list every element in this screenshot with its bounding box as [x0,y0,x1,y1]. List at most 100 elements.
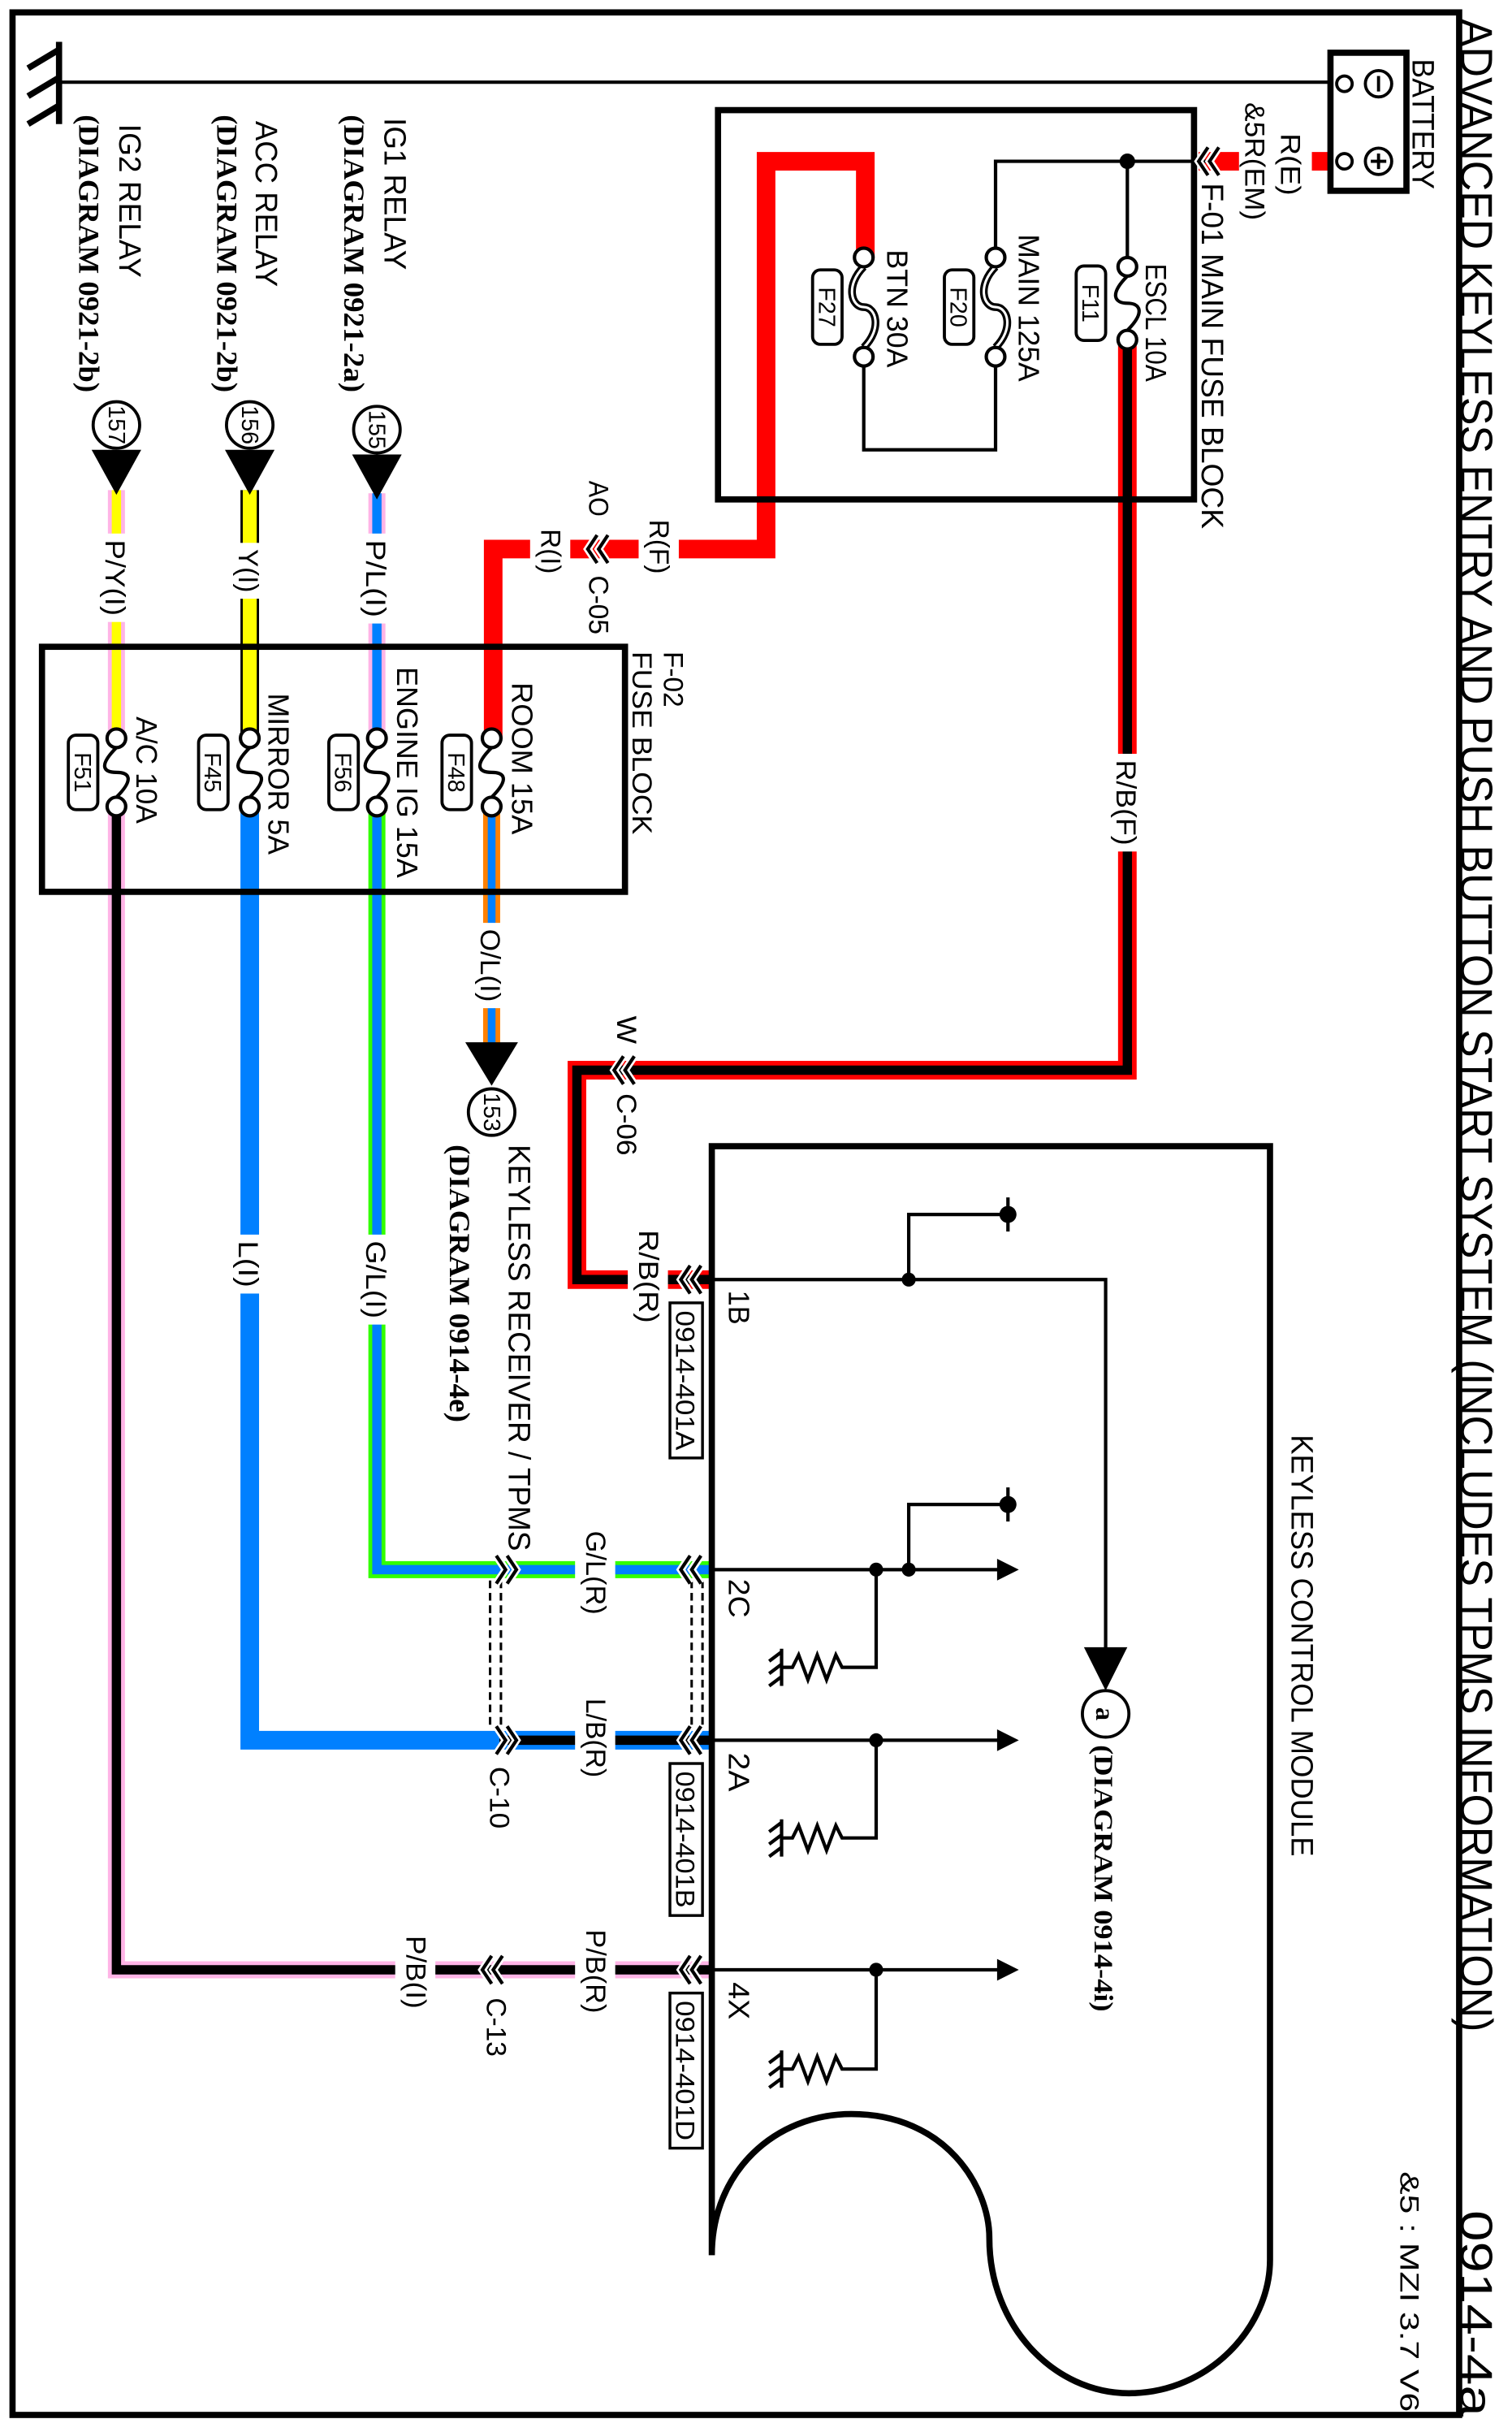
wire-label-gli: G/L(I) [360,1241,391,1318]
connector-c13-id: C-13 [481,1997,512,2057]
resistor-icon [781,1569,879,1685]
fuse-engine-ig-label: ENGINE IG 15A [391,667,424,878]
keyless-receiver-ref: (DIAGRAM 0914-4e) [443,1145,476,1422]
relay-ig1-ref: (DIAGRAM 0921-2a) [338,115,370,392]
junction-dot [1119,154,1135,170]
fuse-btn-id: F27 [813,287,839,327]
module-ref: (DIAGRAM 0914-4i) [1088,1745,1117,2011]
connector-c13-chevron-icon [477,1954,506,1986]
wire-pb [107,806,711,1979]
wire-label-ol: O/L(I) [474,929,505,1002]
connector-401b-id: 0914-401B [671,1772,700,1908]
fuse-mirror-id-box [197,733,230,811]
battery-box [1327,50,1410,194]
relay-acc-marker [225,400,275,495]
battery [1327,50,1410,194]
label-gap [529,522,571,581]
connector-f01-chevron-icon [1194,145,1222,178]
ground-icon [767,1819,784,1859]
fuse-ac-id: F51 [69,752,95,792]
wire-label-y: Y(I) [232,549,263,592]
wire-pb-outer [107,806,711,1979]
connector-2c-chevron-icon [676,1553,705,1586]
fuse-ac-id-box [67,733,100,811]
fuse-btn-id-box [810,268,844,346]
label-gap [638,513,679,581]
connector-401d-id: 0914-401D [671,2001,700,2140]
keyless-receiver-num: 153 [478,1093,504,1132]
keyless-receiver-label: KEYLESS RECEIVER / TPMS [501,1145,536,1551]
label-gap [469,923,510,1009]
fuse-engine-ig-id: F56 [330,752,356,792]
wire-rb-outer [568,340,1137,1289]
label-gap [355,1234,395,1325]
resistor-icon [781,1740,879,1855]
relay-acc-ref: (DIAGRAM 0921-2b) [210,115,243,392]
output-arrow-icon [996,1558,1019,1581]
connector-chevrons [477,145,1222,1986]
relay-acc-name: ACC RELAY [248,121,283,287]
relay-ig1-name: IG1 RELAY [378,118,413,270]
relay-ig1-num: 155 [364,410,390,449]
fuse-main-icon: F20 [943,246,1012,368]
relay-ig2-marker [91,400,141,495]
wire-l [240,806,499,1750]
wire-r [483,152,875,738]
label-gap [395,1929,436,2015]
connector-c06-chevron-icon [609,1054,638,1087]
battery-wire-code: R(E) [1274,133,1305,195]
connector-c05-code: AO [583,481,614,517]
minus-terminal-icon [1363,68,1393,99]
fuse-block-box [38,643,629,895]
wire-label-pbr: P/B(R) [580,1929,611,2013]
fuse-block-label: FUSE BLOCK [626,651,657,834]
fuse-btn-label: BTN 30A [880,249,914,368]
wire-label-lbr: L/B(R) [580,1699,611,1777]
reference-a-circle [1081,1689,1131,1739]
fuse-ac-icon: F51 [67,727,130,818]
page-border [9,9,1462,2418]
module-label: KEYLESS CONTROL MODULE [1285,1435,1320,1856]
wire-label-ri: R(I) [535,529,566,573]
fuse-mirror-id: F45 [199,752,225,792]
relay-ig2-num: 157 [103,405,129,444]
wires [107,152,1331,1979]
fuse-block-id: F-02 [657,651,688,708]
labels: ADVANCED KEYLESS ENTRY AND PUSH BUTTON S… [73,19,1501,2417]
wire-label-rf: R(F) [643,520,674,574]
fuse-mirror-icon: F45 [197,727,263,818]
fuse-btn-icon: F27 [810,246,879,368]
wire-gl-outer [368,806,711,1578]
label-gap [575,1923,616,2020]
wire-label-py: P/Y(I) [99,539,130,616]
wire-label-pbi: P/B(I) [400,1936,430,2009]
module-ref-num: a [1090,1707,1119,1720]
relay-ig2-ref: (DIAGRAM 0921-2b) [73,115,106,392]
wire-label-rbr: R/B(R) [633,1230,663,1323]
ground-icon [767,2050,784,2089]
wire-label-pl: P/L(I) [360,539,391,617]
connector-401a-box [668,1301,704,1460]
pin-2a: 2A [723,1753,756,1793]
keyless-control-module-box [708,1143,1273,2397]
connector-c06-id: C-06 [611,1093,642,1155]
label-gap [227,543,268,599]
label-gap [94,533,135,622]
connector-c10-l-chevron-icon [493,1724,521,1757]
main-fuse-block-box [715,106,1198,503]
ground-icon [767,1648,784,1688]
page-id: 0914-4a [1451,2210,1501,2417]
wire-label-glr: G/L(R) [580,1531,611,1615]
connector-401a-chevron-icon [676,1263,705,1296]
connector-c10-g-chevron-icon [493,1553,521,1586]
fuse-main-label: MAIN 125A [1013,234,1046,382]
fuse-room-icon: F48 [440,727,505,818]
fuse-escl-label: ESCL 10A [1139,264,1173,383]
keyless-receiver-marker [464,1042,518,1137]
output-arrow-icon [996,1958,1019,1981]
connector-4x-chevron-icon [676,1954,705,1986]
wire-l-outer [240,806,499,1750]
label-gap [575,1692,616,1784]
wire-rb [568,340,1137,1289]
connector-c06-code: W [611,1016,642,1045]
